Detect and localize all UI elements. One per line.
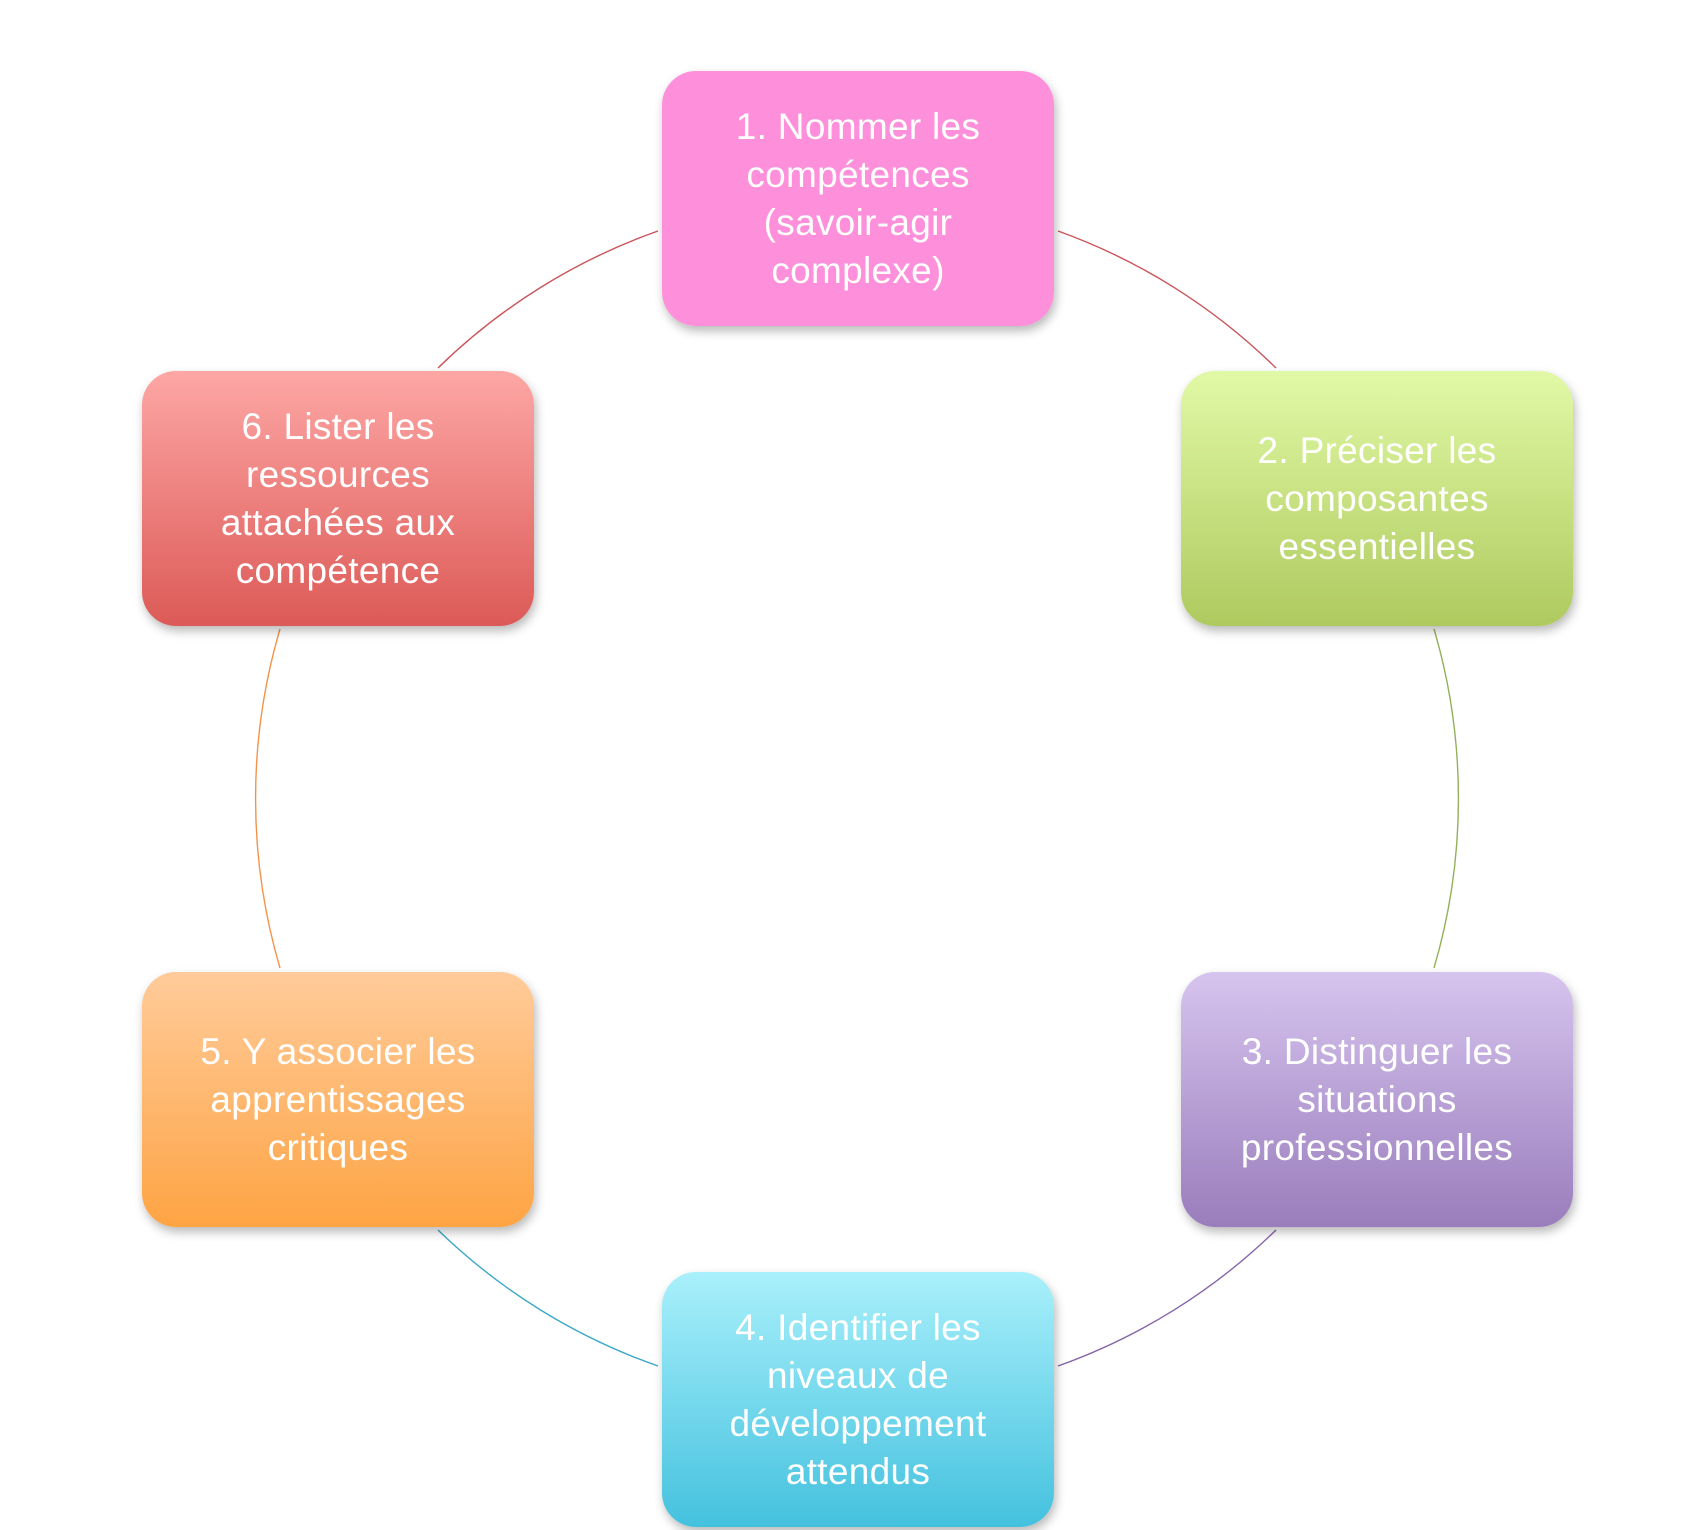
connector-2-to-3 [1433, 628, 1460, 969]
step-2-label: 2. Préciser les composantes essentielles [1257, 429, 1497, 567]
connector-1-to-2 [1057, 230, 1277, 369]
step-3-node: 3. Distinguer les situations professionn… [1181, 972, 1573, 1227]
connector-5-to-6 [254, 628, 281, 969]
connector-3-to-4 [1057, 1229, 1277, 1367]
connector-4-to-5 [437, 1229, 659, 1367]
step-5-node: 5. Y associer les apprentissages critiqu… [142, 972, 534, 1227]
step-2-node: 2. Préciser les composantes essentielles [1181, 371, 1573, 626]
step-5-label: 5. Y associer les apprentissages critiqu… [200, 1030, 476, 1168]
step-6-label: 6. Lister les ressources attachées aux c… [220, 405, 456, 591]
step-4-label: 4. Identifier les niveaux de développeme… [729, 1306, 987, 1492]
step-1-node: 1. Nommer les compétences (savoir-agir c… [662, 71, 1054, 326]
step-4-node: 4. Identifier les niveaux de développeme… [662, 1272, 1054, 1527]
step-6-node: 6. Lister les ressources attachées aux c… [142, 371, 534, 626]
step-1-label: 1. Nommer les compétences (savoir-agir c… [735, 105, 981, 291]
connector-6-to-1 [437, 230, 659, 369]
step-3-label: 3. Distinguer les situations professionn… [1240, 1030, 1514, 1168]
